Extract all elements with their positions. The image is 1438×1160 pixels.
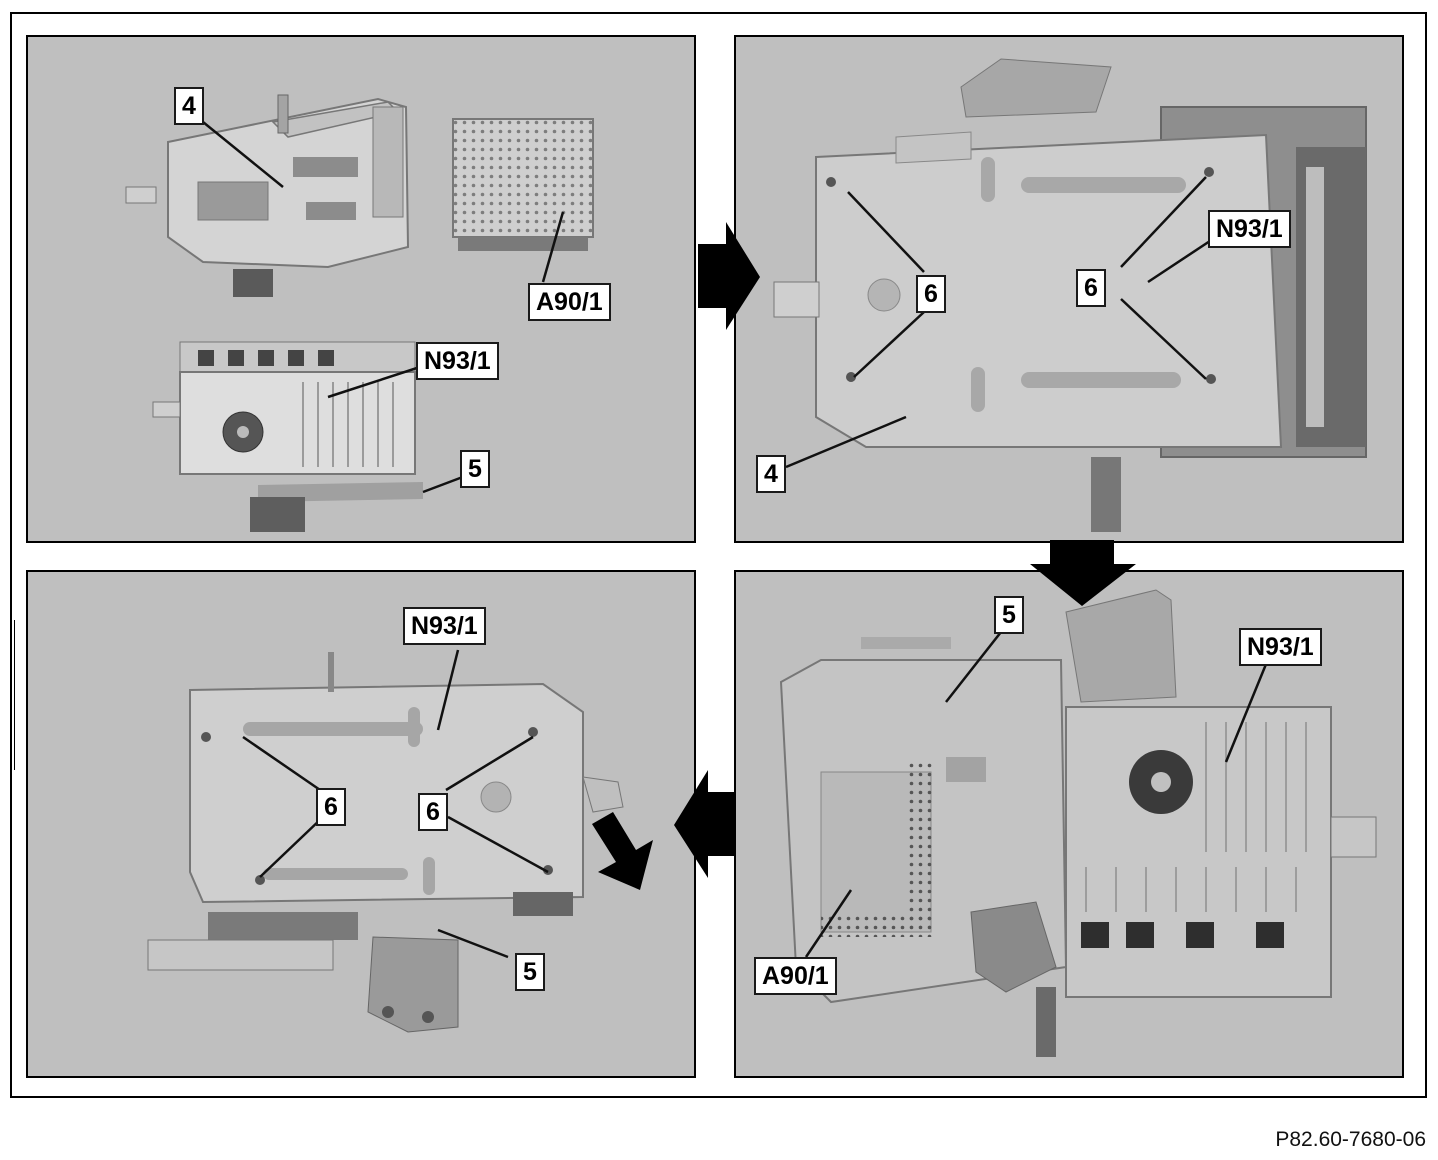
callout-5: 5 (994, 596, 1024, 634)
panel-4-leaders (804, 631, 1273, 958)
callout-5: 5 (515, 953, 545, 991)
callout-4: 4 (174, 87, 204, 125)
bracket-4-illustration (125, 94, 410, 297)
panel-4-drawing (779, 589, 1377, 1057)
panel-bracket-4-mounted: 6 6 N93/1 4 (734, 35, 1404, 543)
callout-a90-1: A90/1 (528, 283, 611, 321)
callout-n93-1: N93/1 (1239, 628, 1322, 666)
callout-6-left: 6 (916, 275, 946, 313)
callout-5: 5 (460, 450, 490, 488)
callout-n93-1: N93/1 (416, 342, 499, 380)
figure-reference-code: P82.60-7680-06 (1275, 1128, 1426, 1151)
amplifier-n93-illustration (152, 341, 423, 532)
callout-n93-1: N93/1 (1208, 210, 1291, 248)
callout-4: 4 (756, 455, 786, 493)
assembly-illustration (147, 652, 624, 1033)
panel-3-leaders (242, 649, 549, 959)
assembly-illustration (779, 589, 1377, 1057)
arrow-right-icon (698, 222, 760, 330)
callout-6-left: 6 (316, 788, 346, 826)
panel-1-drawing (125, 94, 594, 532)
panel-3-drawing (147, 649, 653, 1033)
arrow-icon (592, 812, 653, 890)
panel-bracket-5-side: N93/1 6 6 5 (26, 570, 696, 1078)
panel-2-leaders (785, 176, 1217, 469)
panel-bracket-5-mounted: 5 N93/1 A90/1 (734, 570, 1404, 1078)
callout-a90-1: A90/1 (754, 957, 837, 995)
margin-line (14, 620, 15, 770)
callout-6-right: 6 (418, 793, 448, 831)
assembly-illustration (773, 58, 1367, 532)
arrow-down-icon (1030, 540, 1136, 606)
panel-separated-parts: 4 A90/1 N93/1 5 (26, 35, 696, 543)
callout-n93-1: N93/1 (403, 607, 486, 645)
arrow-left-icon (674, 770, 736, 878)
callout-6-right: 6 (1076, 269, 1106, 307)
module-a90-illustration (452, 118, 594, 251)
panel-2-drawing (773, 58, 1367, 532)
